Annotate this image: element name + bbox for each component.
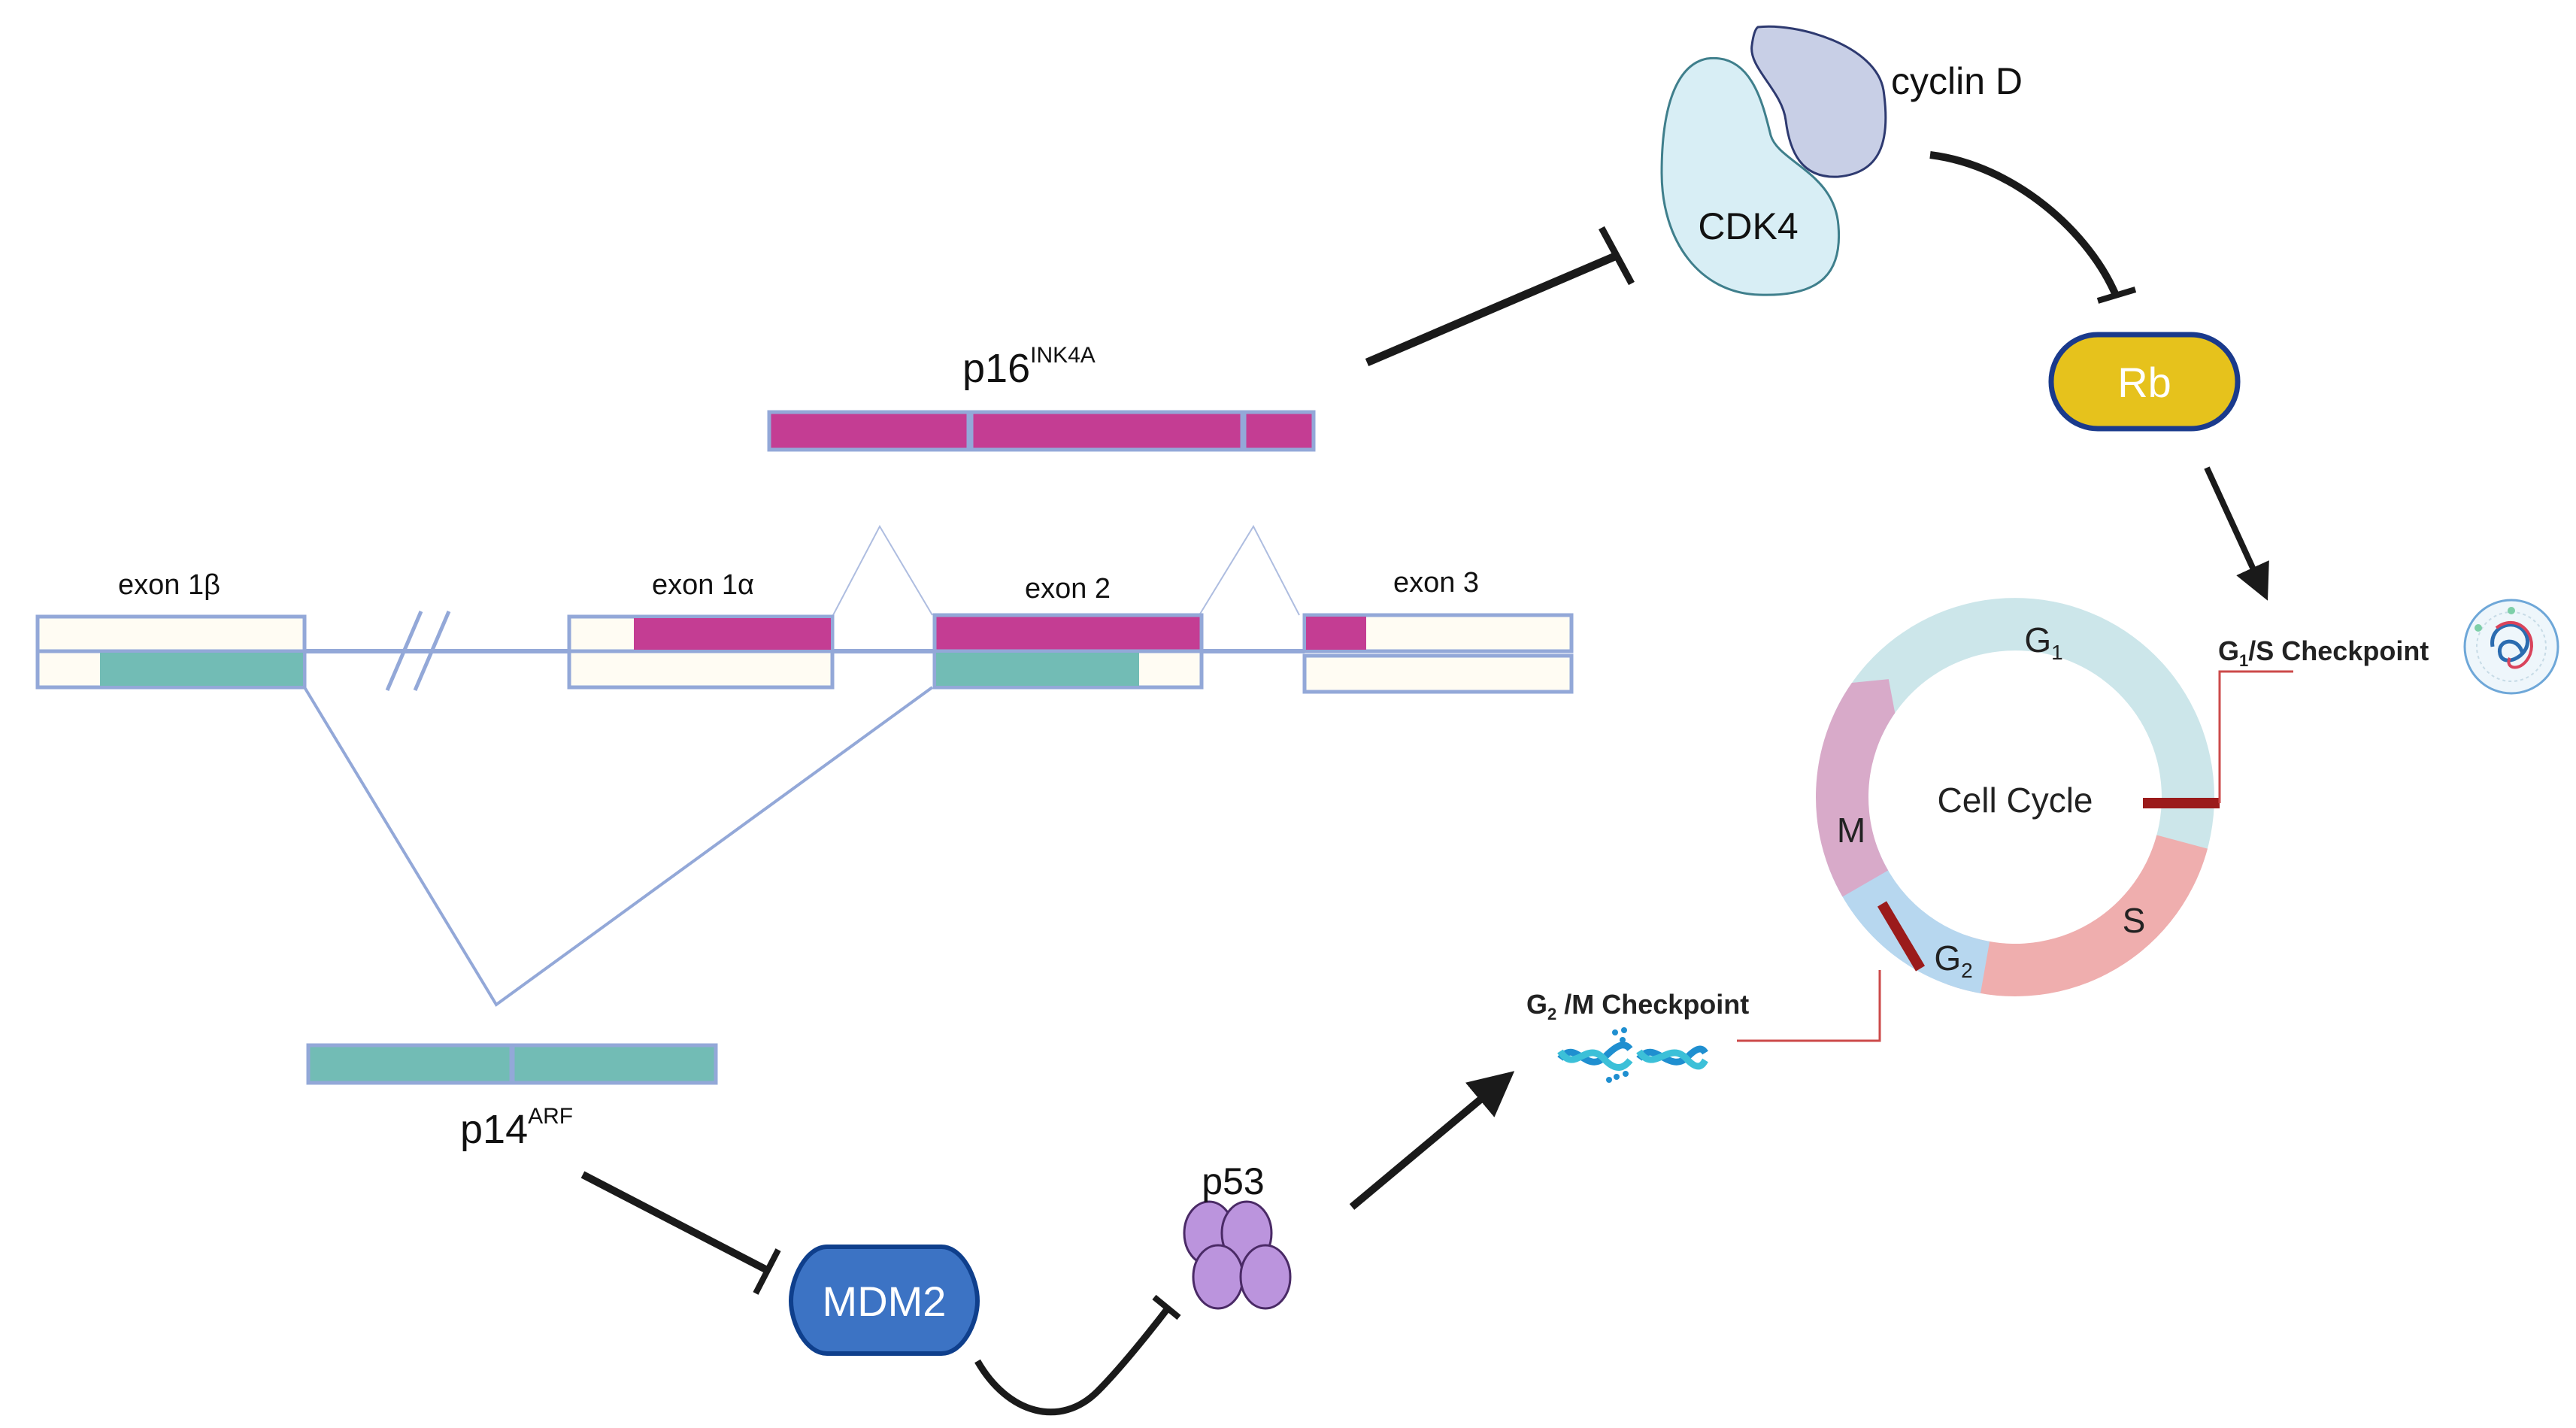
exon-1a: exon 1α [567,569,835,690]
phase-segment-m [1816,679,1896,897]
gene-structure: exon 1β exon 1α exon 2 exon 3 [35,343,1574,1152]
phase-label-m: M [1837,811,1865,850]
rb-label: Rb [2117,359,2171,406]
cdk4-shape [1660,56,1841,296]
p16-label: p16INK4A [962,343,1096,391]
dna-damage-icon [1557,1027,1708,1083]
g2m-checkpoint-bar [1877,901,1926,972]
mdm2-protein: MDM2 [788,1245,980,1356]
phase-label-g2: G2 [1934,938,1972,982]
p14-transcript: p14ARF [306,1043,718,1152]
phase-segment-s [1934,835,2208,996]
g1s-connector [2218,670,2293,803]
splice-junction [1199,524,1300,616]
activation-arrow [2204,466,2269,601]
rb-protein: Rb [2048,332,2241,432]
splice-junction [303,686,934,1007]
exon-1b-label: exon 1β [118,569,220,601]
break-mark [385,611,423,691]
cell-nucleus-icon [2463,599,2559,695]
cdk4-label: CDK4 [1698,205,1798,247]
break-mark [413,611,451,691]
mdm2-label: MDM2 [823,1278,947,1325]
inhibition-arrow [974,1294,1181,1416]
cell-cycle-title: Cell Cycle [1937,781,2093,820]
activation-arrow [1349,1071,1515,1210]
phase-label-s: S [2123,901,2146,940]
phase-segment-g1 [1834,598,2214,892]
inhibition-arrow [1929,151,2137,304]
exon-2: exon 2 [932,573,1204,690]
cyclin-d-shape [1750,25,1887,178]
cyclin-d-label: cyclin D [1891,60,2023,102]
p14-label: p14ARF [460,1104,573,1152]
g2m-checkpoint-label: G2 /M Checkpoint [1526,989,1749,1023]
p53-label: p53 [1202,1160,1264,1202]
p16-transcript: p16INK4A [767,343,1316,452]
exon-3-label: exon 3 [1393,567,1479,599]
p53-protein: p53 [1183,1160,1292,1310]
splice-junction [832,524,933,616]
exon-1a-label: exon 1α [652,569,754,601]
g1s-checkpoint-label: G1/S Checkpoint [2218,635,2429,670]
inhibition-arrow [580,1171,781,1295]
inhibition-arrow [1365,226,1635,367]
cdk4-cyclin-d-complex: CDK4 cyclin D [1660,25,2023,296]
phase-label-g1: G1 [2024,620,2062,664]
g2m-connector [1737,970,1881,1042]
exon-2-label: exon 2 [1025,573,1111,605]
cell-cycle: Cell Cycle G1 S G2 M [1737,598,2293,1042]
exon-3: exon 3 [1302,567,1574,694]
exon-1b: exon 1β [35,569,307,690]
